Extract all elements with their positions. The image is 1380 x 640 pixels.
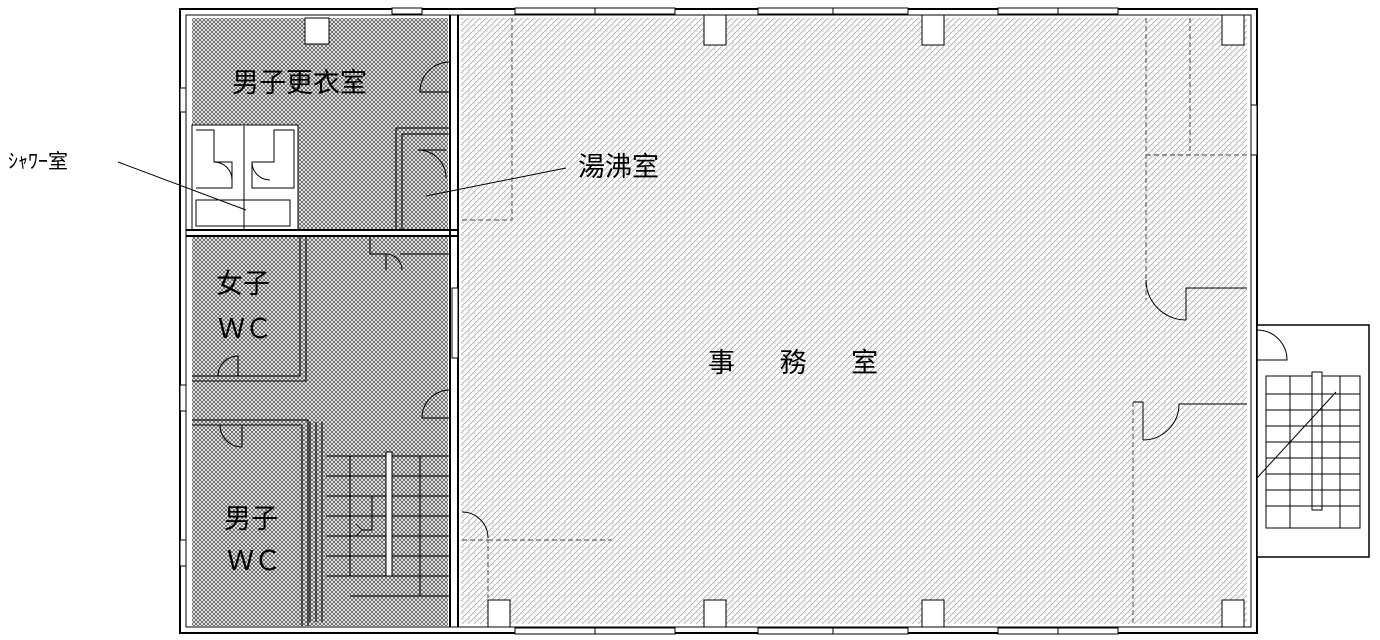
label-office: 事 務 室 <box>708 348 896 379</box>
office-fill <box>461 18 1247 624</box>
womens-wc-room <box>192 236 307 382</box>
callout-leaders <box>117 161 567 211</box>
corridor-door <box>369 236 450 271</box>
bottom-windows <box>514 627 1119 635</box>
mens-wc-room <box>192 419 309 626</box>
label-shower-room: ｼｬﾜｰ室 <box>8 149 68 173</box>
label-mens-changing-room: 男子更衣室 <box>232 68 367 99</box>
changing-room-details <box>304 17 451 93</box>
label-womens-wc-1: 女子 <box>216 269 270 300</box>
office-partitions <box>461 14 1247 628</box>
label-mens-wc-2: ＷＣ <box>227 546 281 577</box>
side-windows <box>179 87 1258 567</box>
label-womens-wc-2: ＷＣ <box>218 314 272 345</box>
label-kitchenette: 湯沸室 <box>578 152 659 183</box>
service-zone-fill <box>192 18 448 626</box>
upper-lower-separation-wall <box>186 229 458 237</box>
service-door <box>421 287 459 419</box>
shower-room <box>191 124 299 231</box>
interior-staircase <box>309 422 451 622</box>
kitchenette-room <box>395 127 450 230</box>
exterior-staircase <box>1256 324 1370 558</box>
top-windows <box>391 7 1119 15</box>
label-mens-wc-1: 男子 <box>224 504 278 535</box>
